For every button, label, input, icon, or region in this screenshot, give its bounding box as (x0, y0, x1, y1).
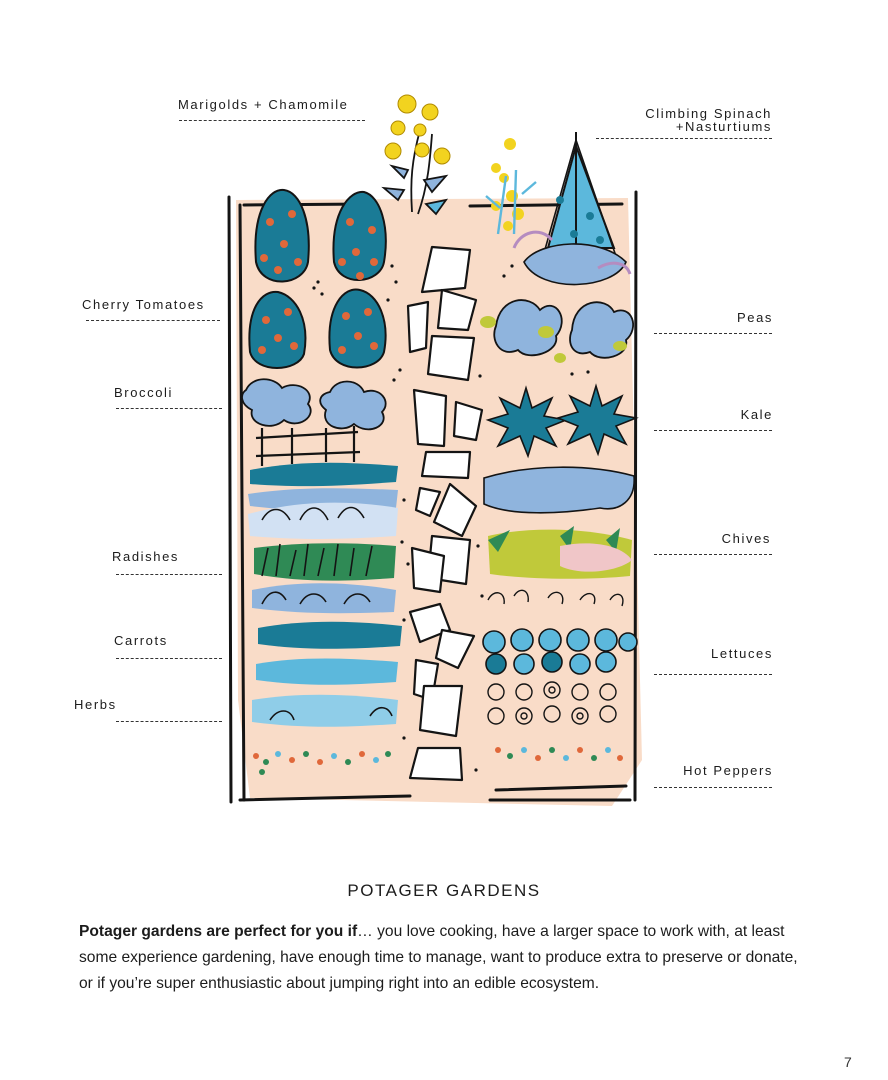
body-lead: Potager gardens are perfect for you if (79, 923, 358, 940)
leader-chives (654, 554, 772, 555)
leader-radishes (116, 574, 222, 575)
lettuce-heads (482, 628, 638, 675)
section-title: POTAGER GARDENS (347, 881, 541, 900)
label-cherry-tomatoes: Cherry Tomatoes (82, 297, 205, 312)
broccoli-plants (241, 378, 387, 431)
kale-plants (485, 383, 639, 459)
leader-broccoli (116, 408, 222, 409)
label-lettuces: Lettuces (711, 646, 773, 661)
label-climbing-spinach: Climbing Spinach (645, 106, 772, 121)
leader-climbing (596, 138, 772, 139)
garden-fence (255, 426, 361, 466)
leader-peas (654, 333, 772, 334)
marigold-plant (381, 129, 449, 216)
label-chives: Chives (721, 531, 771, 546)
label-nasturtiums: +Nasturtiums (675, 119, 772, 134)
scattered-soil-dots (312, 264, 590, 772)
leader-carrots (116, 658, 222, 659)
radish-outlines (487, 589, 624, 607)
body-paragraph: Potager gardens are perfect for you if… … (79, 919, 809, 997)
leader-hot-peppers (654, 787, 772, 788)
potager-garden-illustration (227, 94, 642, 806)
pea-plants (480, 299, 634, 363)
label-kale: Kale (740, 407, 773, 422)
lettuce-swirls (487, 681, 617, 725)
leader-cherry-tomatoes (86, 320, 220, 321)
marigold-flowers (384, 94, 451, 165)
page-number: 7 (844, 1054, 852, 1070)
label-marigolds-chamomile: Marigolds + Chamomile (178, 97, 349, 112)
leader-herbs (116, 721, 222, 722)
label-radishes: Radishes (112, 549, 179, 564)
leader-lettuces (654, 674, 772, 675)
stepping-stones (406, 245, 484, 782)
pepper-speckles (253, 747, 623, 775)
tomato-fruits (258, 210, 378, 354)
cherry-tomato-bushes (248, 188, 387, 369)
label-peas: Peas (736, 310, 773, 325)
right-crop-rows (483, 466, 635, 579)
climbing-spinach-teepee (512, 132, 632, 286)
label-carrots: Carrots (114, 633, 168, 648)
left-row-scribbles (261, 506, 393, 721)
leader-marigolds (179, 120, 365, 121)
leader-kale (654, 430, 772, 431)
label-hot-peppers: Hot Peppers (683, 763, 773, 778)
label-broccoli: Broccoli (114, 385, 174, 400)
body-rest: … you love cooking, have a larger space … (79, 923, 798, 992)
label-herbs: Herbs (74, 697, 117, 712)
